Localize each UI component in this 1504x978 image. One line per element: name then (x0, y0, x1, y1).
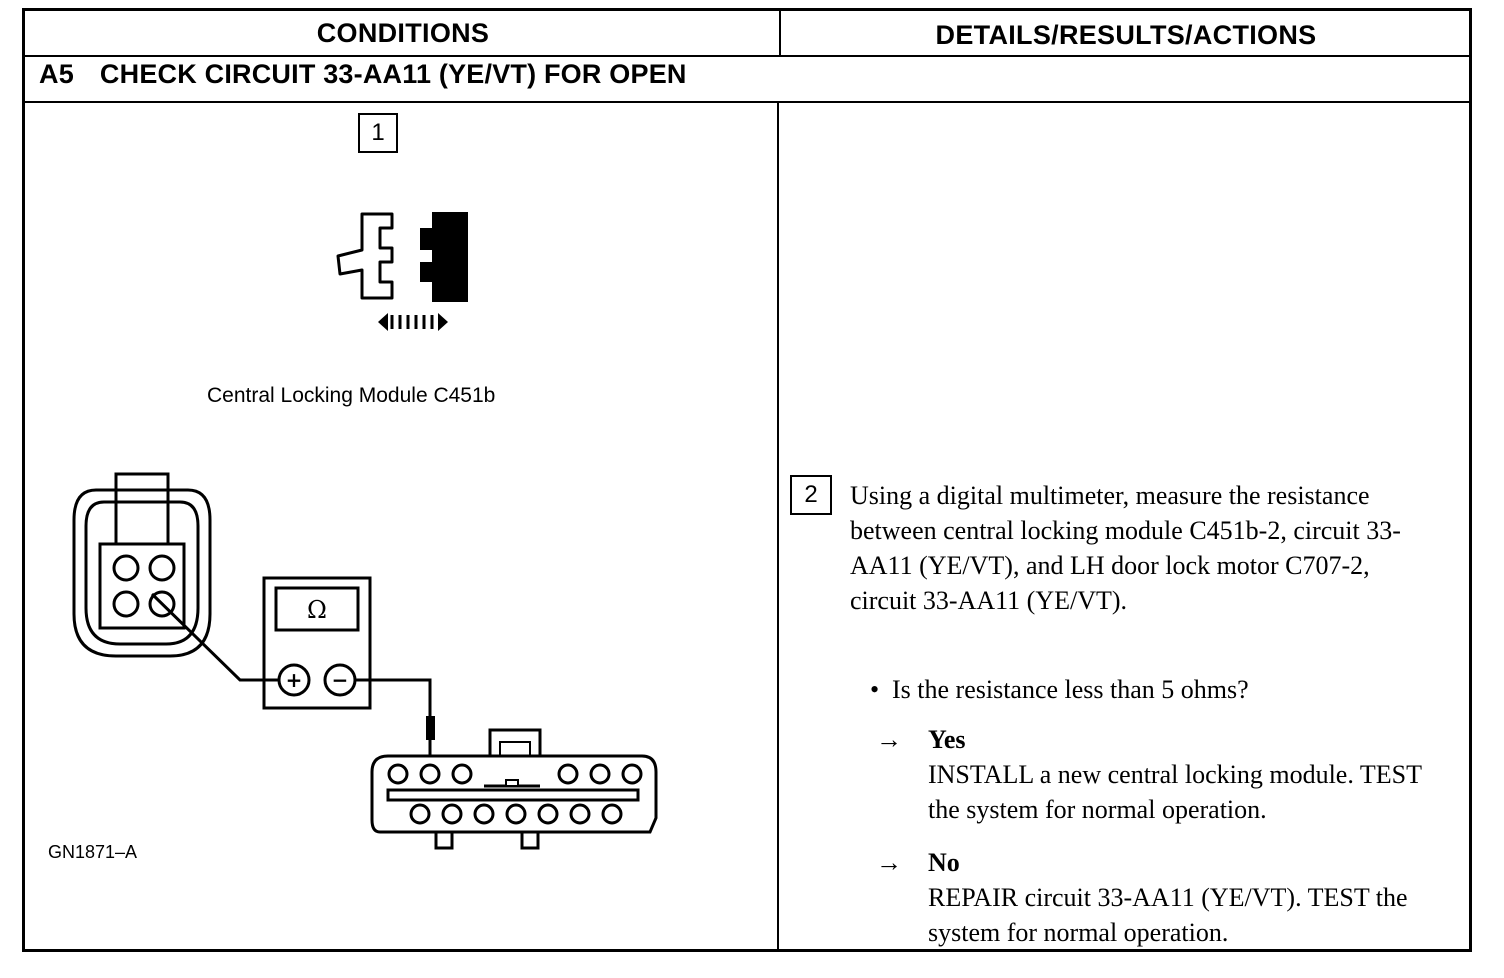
instruction-text: Using a digital multimeter, measure the … (850, 481, 1401, 615)
bullet-icon: • (870, 675, 880, 704)
question-item: • Is the resistance less than 5 ohms? (870, 672, 1249, 707)
conditions-header: CONDITIONS (316, 17, 490, 48)
no-text: REPAIR circuit 33-AA11 (YE/VT). TEST the… (928, 883, 1408, 947)
plus-terminal-label: + (285, 668, 303, 692)
yes-text: INSTALL a new central locking module. TE… (928, 760, 1422, 824)
disconnect-connector-icon (336, 212, 468, 331)
minus-terminal-label: − (331, 668, 349, 692)
yes-result: → Yes INSTALL a new central locking modul… (876, 722, 1456, 827)
step-box-2: 2 (790, 475, 832, 515)
details-header: DETAILS/RESULTS/ACTIONS (935, 19, 1317, 50)
table-header-row: CONDITIONS DETAILS/RESULTS/ACTIONS (25, 11, 1469, 57)
step-code: A5 (39, 59, 74, 89)
connector-caption: Central Locking Module C451b (207, 384, 496, 407)
diagnostic-table: CONDITIONS DETAILS/RESULTS/ACTIONS A5 CHE… (22, 8, 1472, 952)
step-title: A5 CHECK CIRCUIT 33-AA11 (YE/VT) FOR OPEN (39, 59, 687, 90)
multimeter (262, 576, 372, 710)
figure-id: GN1871–A (48, 842, 138, 862)
yes-label: Yes (928, 725, 966, 754)
ohm-symbol: Ω (307, 596, 327, 624)
header-divider (779, 11, 781, 57)
step-title-row: A5 CHECK CIRCUIT 33-AA11 (YE/VT) FOR OPEN (25, 57, 1469, 103)
probe-tip (426, 716, 435, 740)
yes-arrow-icon: → (876, 725, 902, 754)
no-result: → No REPAIR circuit 33-AA11 (YE/VT). TEST… (876, 845, 1456, 950)
column-divider (777, 103, 779, 949)
question-text: Is the resistance less than 5 ohms? (892, 675, 1249, 704)
step-title-text: CHECK CIRCUIT 33-AA11 (YE/VT) FOR OPEN (99, 59, 687, 89)
positive-test-lead (150, 592, 279, 682)
step-box-1: 1 (358, 113, 398, 153)
negative-test-lead (355, 678, 432, 718)
no-label: No (928, 848, 960, 877)
door-lock-motor-connector (370, 728, 658, 850)
no-arrow-icon: → (876, 848, 902, 877)
